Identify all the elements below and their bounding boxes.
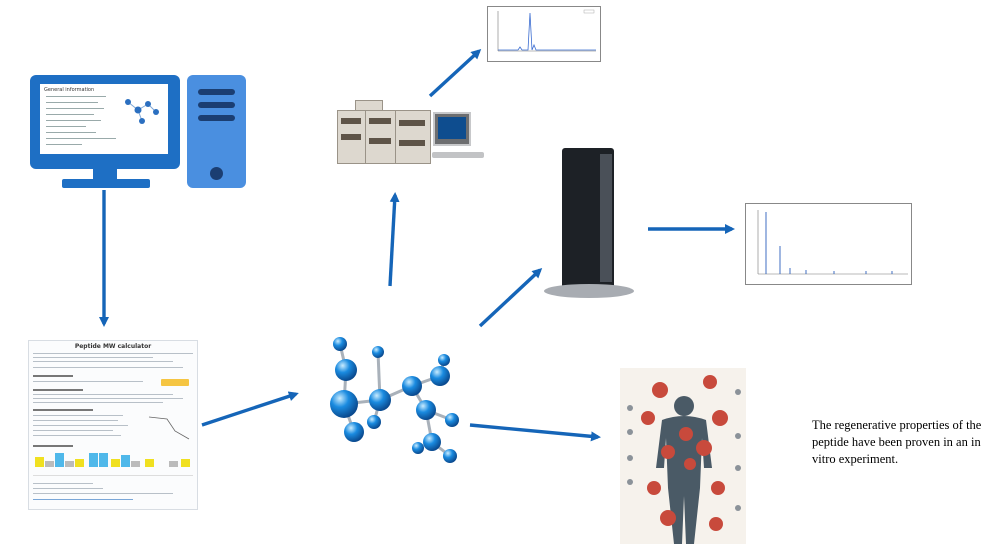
- peptide-calculator-screenshot: Peptide MW calculator: [28, 340, 198, 510]
- screen-line: [46, 108, 104, 110]
- mini-molecule-icon: [125, 99, 159, 124]
- human-body-icon: [620, 368, 746, 544]
- screen-line: [46, 138, 116, 140]
- hplc-instrument-icon: [333, 96, 443, 166]
- hplc-pc-monitor: [433, 112, 471, 146]
- computer-screen: General information: [40, 84, 168, 154]
- arrow-calculator-to-molecule: [201, 391, 299, 427]
- mass-spectrometer-icon: [544, 148, 634, 298]
- caption-text: The regenerative properties of the pepti…: [812, 418, 982, 466]
- screen-heading: General information: [44, 87, 95, 93]
- calculate-button: [161, 379, 189, 386]
- monitor-stand: [93, 169, 117, 181]
- computer-tower-icon: [187, 75, 246, 188]
- arrow-molecule-to-ms: [478, 267, 543, 328]
- screen-line: [46, 120, 101, 122]
- mass-spectrum-chart: [745, 203, 912, 285]
- arrow-hplc-to-chromatogram: [428, 48, 482, 98]
- hplc-keyboard: [432, 152, 484, 158]
- molecule-icon: [330, 337, 459, 463]
- screen-line: [46, 96, 106, 98]
- screen-line: [46, 132, 96, 134]
- hplc-chromatogram: [487, 6, 601, 62]
- screen-line: [46, 114, 94, 116]
- screen-line: [46, 144, 82, 146]
- screen-line: [46, 102, 98, 104]
- arrow-molecule-to-hplc: [388, 192, 400, 287]
- net-charge-plot: [148, 416, 190, 440]
- screen-line: [46, 126, 86, 128]
- arrow-molecule-to-body: [469, 423, 601, 442]
- monitor-base: [62, 179, 150, 188]
- calculator-title: Peptide MW calculator: [74, 343, 152, 350]
